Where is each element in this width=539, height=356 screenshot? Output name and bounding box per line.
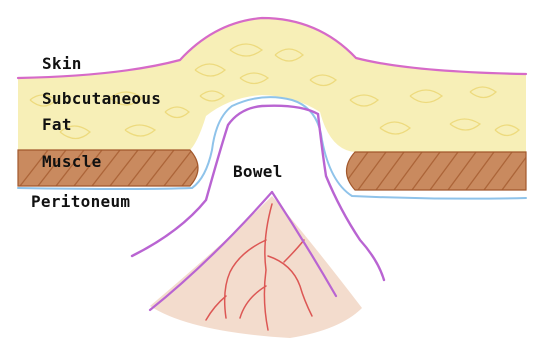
subcutaneous-fat-layer — [18, 18, 526, 152]
label-muscle: Muscle — [42, 154, 102, 170]
label-fat: Fat — [42, 117, 72, 133]
muscle-right — [340, 152, 530, 190]
label-subcutaneous: Subcutaneous — [42, 91, 161, 107]
label-peritoneum: Peritoneum — [31, 194, 130, 210]
label-bowel: Bowel — [233, 164, 283, 180]
label-skin: Skin — [42, 56, 82, 72]
mesentery — [150, 196, 362, 338]
